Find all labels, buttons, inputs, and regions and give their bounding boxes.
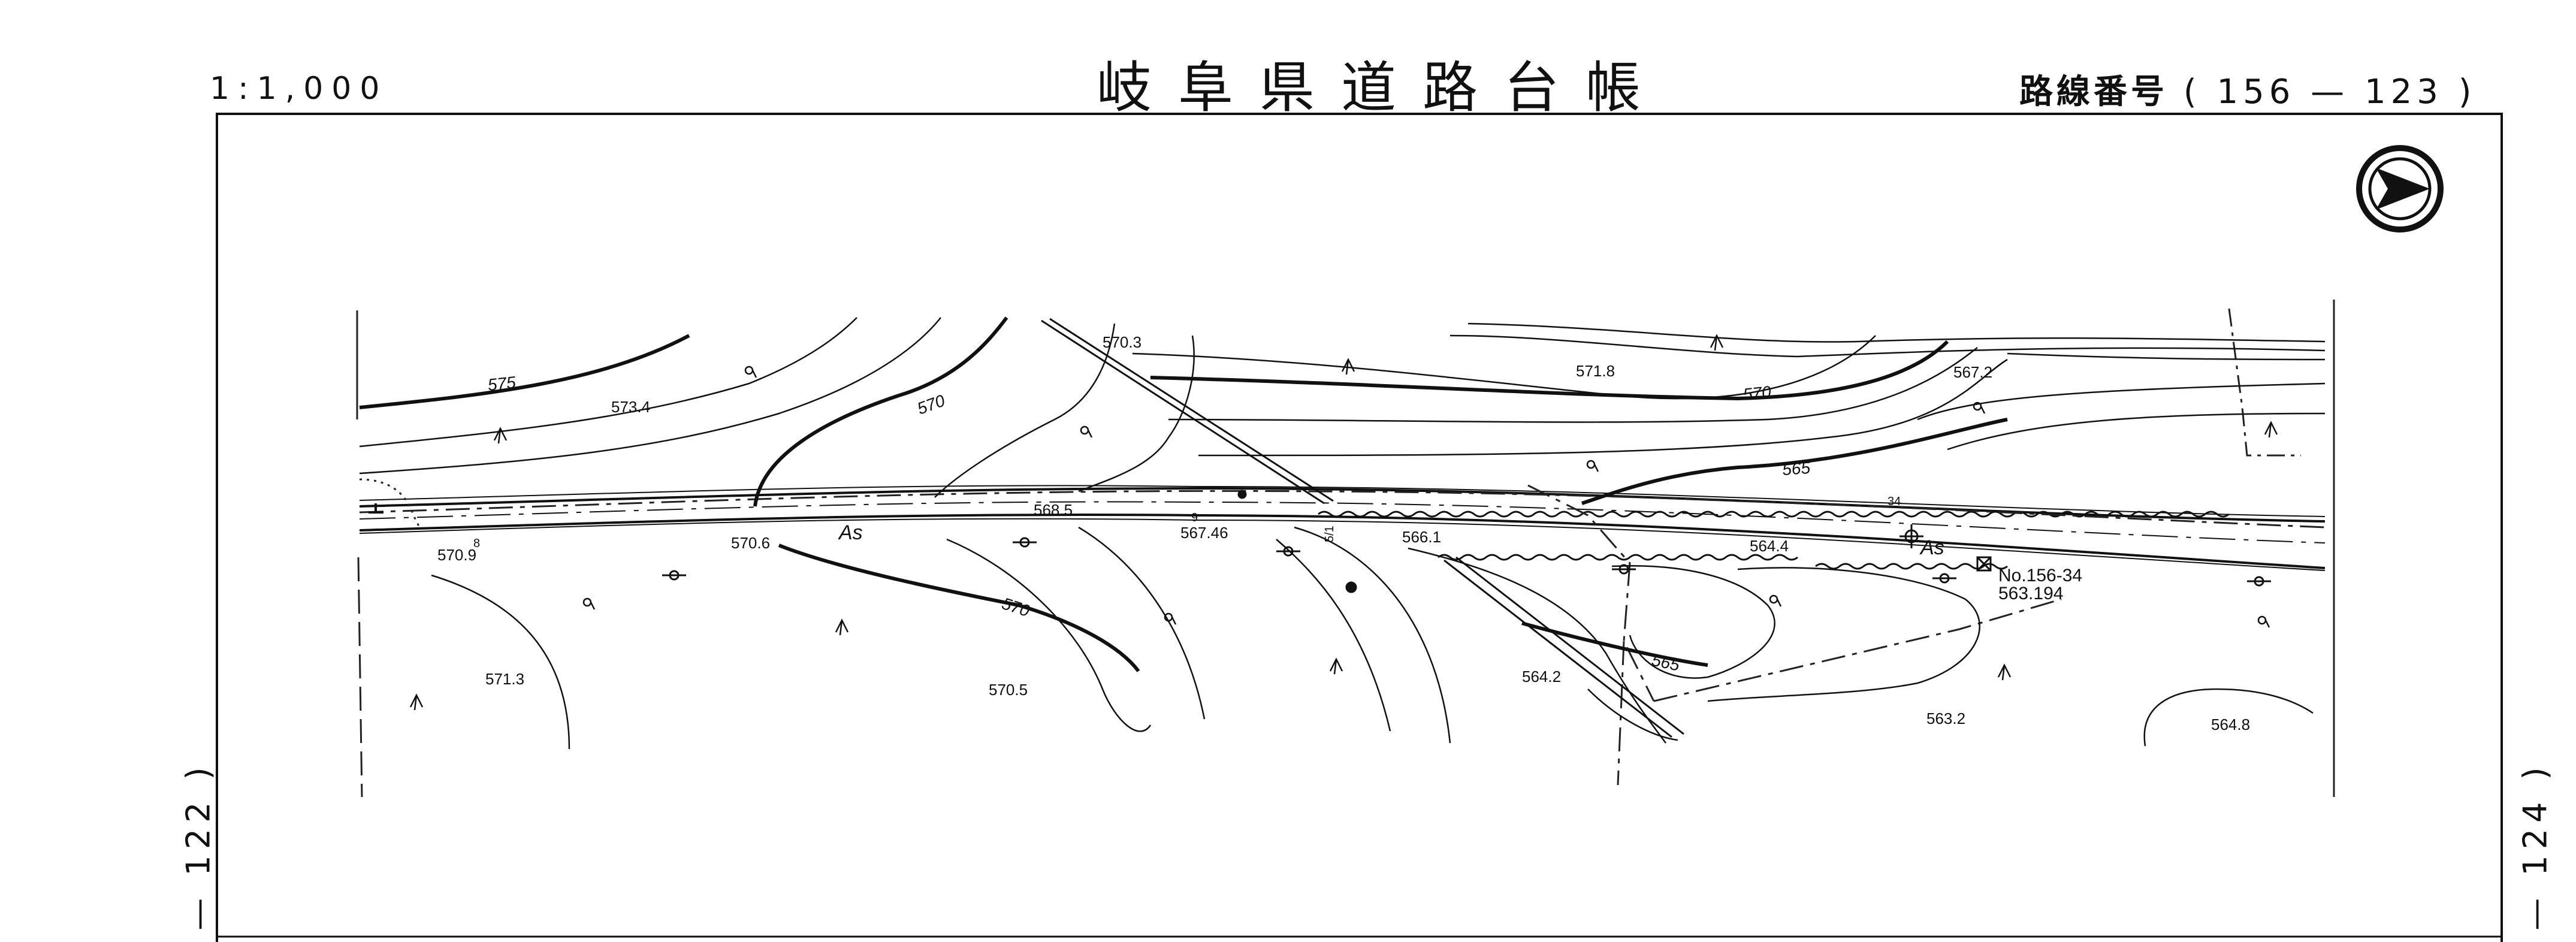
utility-pole-icons [662, 537, 2271, 587]
spot-height: 567.2 [1953, 363, 1992, 381]
road-surface-label: As [1919, 536, 1944, 559]
spot-height: 568.5 [1034, 501, 1073, 519]
spot-dot-icon [1237, 490, 1247, 499]
north-arrow-icon [2356, 145, 2444, 233]
spot-height: 570.3 [1103, 333, 1141, 351]
mark-label: 8 [473, 537, 480, 550]
contour-label: 565 [1781, 458, 1811, 479]
contour-label: 570 [1742, 382, 1772, 404]
small-marks: 8 9 34 5/1 [473, 495, 1901, 550]
contour-label: 570 [914, 391, 947, 418]
spot-height: 571.8 [1576, 362, 1615, 380]
spot-height: 570.9 [437, 546, 476, 564]
benchmark-label: No.156-34 563.194 [1998, 566, 2082, 603]
map-scale: 1:1,000 [210, 71, 388, 107]
spot-height: 571.3 [485, 670, 524, 688]
contours-south [431, 526, 2314, 750]
spot-dot-icon [1345, 581, 1357, 593]
road-surface-label: As [838, 521, 863, 544]
spot-heights: 570.3 573.4 571.8 567.2 568.5 567.46 566… [437, 333, 2250, 733]
sheet-title: 岐阜県道路台帳 [1097, 56, 1668, 120]
field-marks [582, 366, 2270, 628]
mark-label: 34 [1888, 495, 1901, 508]
spot-height: 570.6 [731, 534, 770, 552]
road [359, 485, 2326, 571]
boundary-dotted [359, 478, 421, 528]
route-number-value: ( 156 — 123 ) [2183, 73, 2477, 111]
mark-label: 9 [1191, 511, 1198, 524]
spot-height: 564.8 [2211, 715, 2250, 733]
vegetation-marks [409, 334, 2278, 711]
contour-label: 575 [487, 373, 517, 394]
spot-height: 563.2 [1926, 709, 1965, 727]
mark-label: 5/1 [1323, 526, 1336, 542]
spot-height: 573.4 [611, 398, 650, 416]
contour-label: 570 [999, 594, 1032, 620]
benchmark-elevation: 563.194 [1998, 584, 2063, 603]
route-number-label: 路線番号 [2019, 73, 2168, 111]
benchmark-box-icon [1976, 556, 1992, 572]
road-labels: As As [838, 521, 1944, 559]
spot-height: 567.46 [1180, 524, 1228, 542]
boundary-lines [359, 484, 2326, 786]
spot-height: 564.2 [1522, 668, 1561, 686]
spot-height: 566.1 [1402, 528, 1441, 546]
benchmark-number: No.156-34 [1998, 566, 2082, 585]
spot-height: 564.4 [1750, 537, 1789, 555]
spot-height: 570.5 [989, 681, 1028, 699]
map-symbols [369, 490, 1992, 593]
contours-north [359, 316, 2326, 507]
survey-limits [356, 300, 2335, 798]
map-frame [216, 113, 2503, 942]
contour-label: 565 [1650, 651, 1682, 675]
route-number: 路線番号 ( 156 — 123 ) [2019, 65, 2476, 113]
